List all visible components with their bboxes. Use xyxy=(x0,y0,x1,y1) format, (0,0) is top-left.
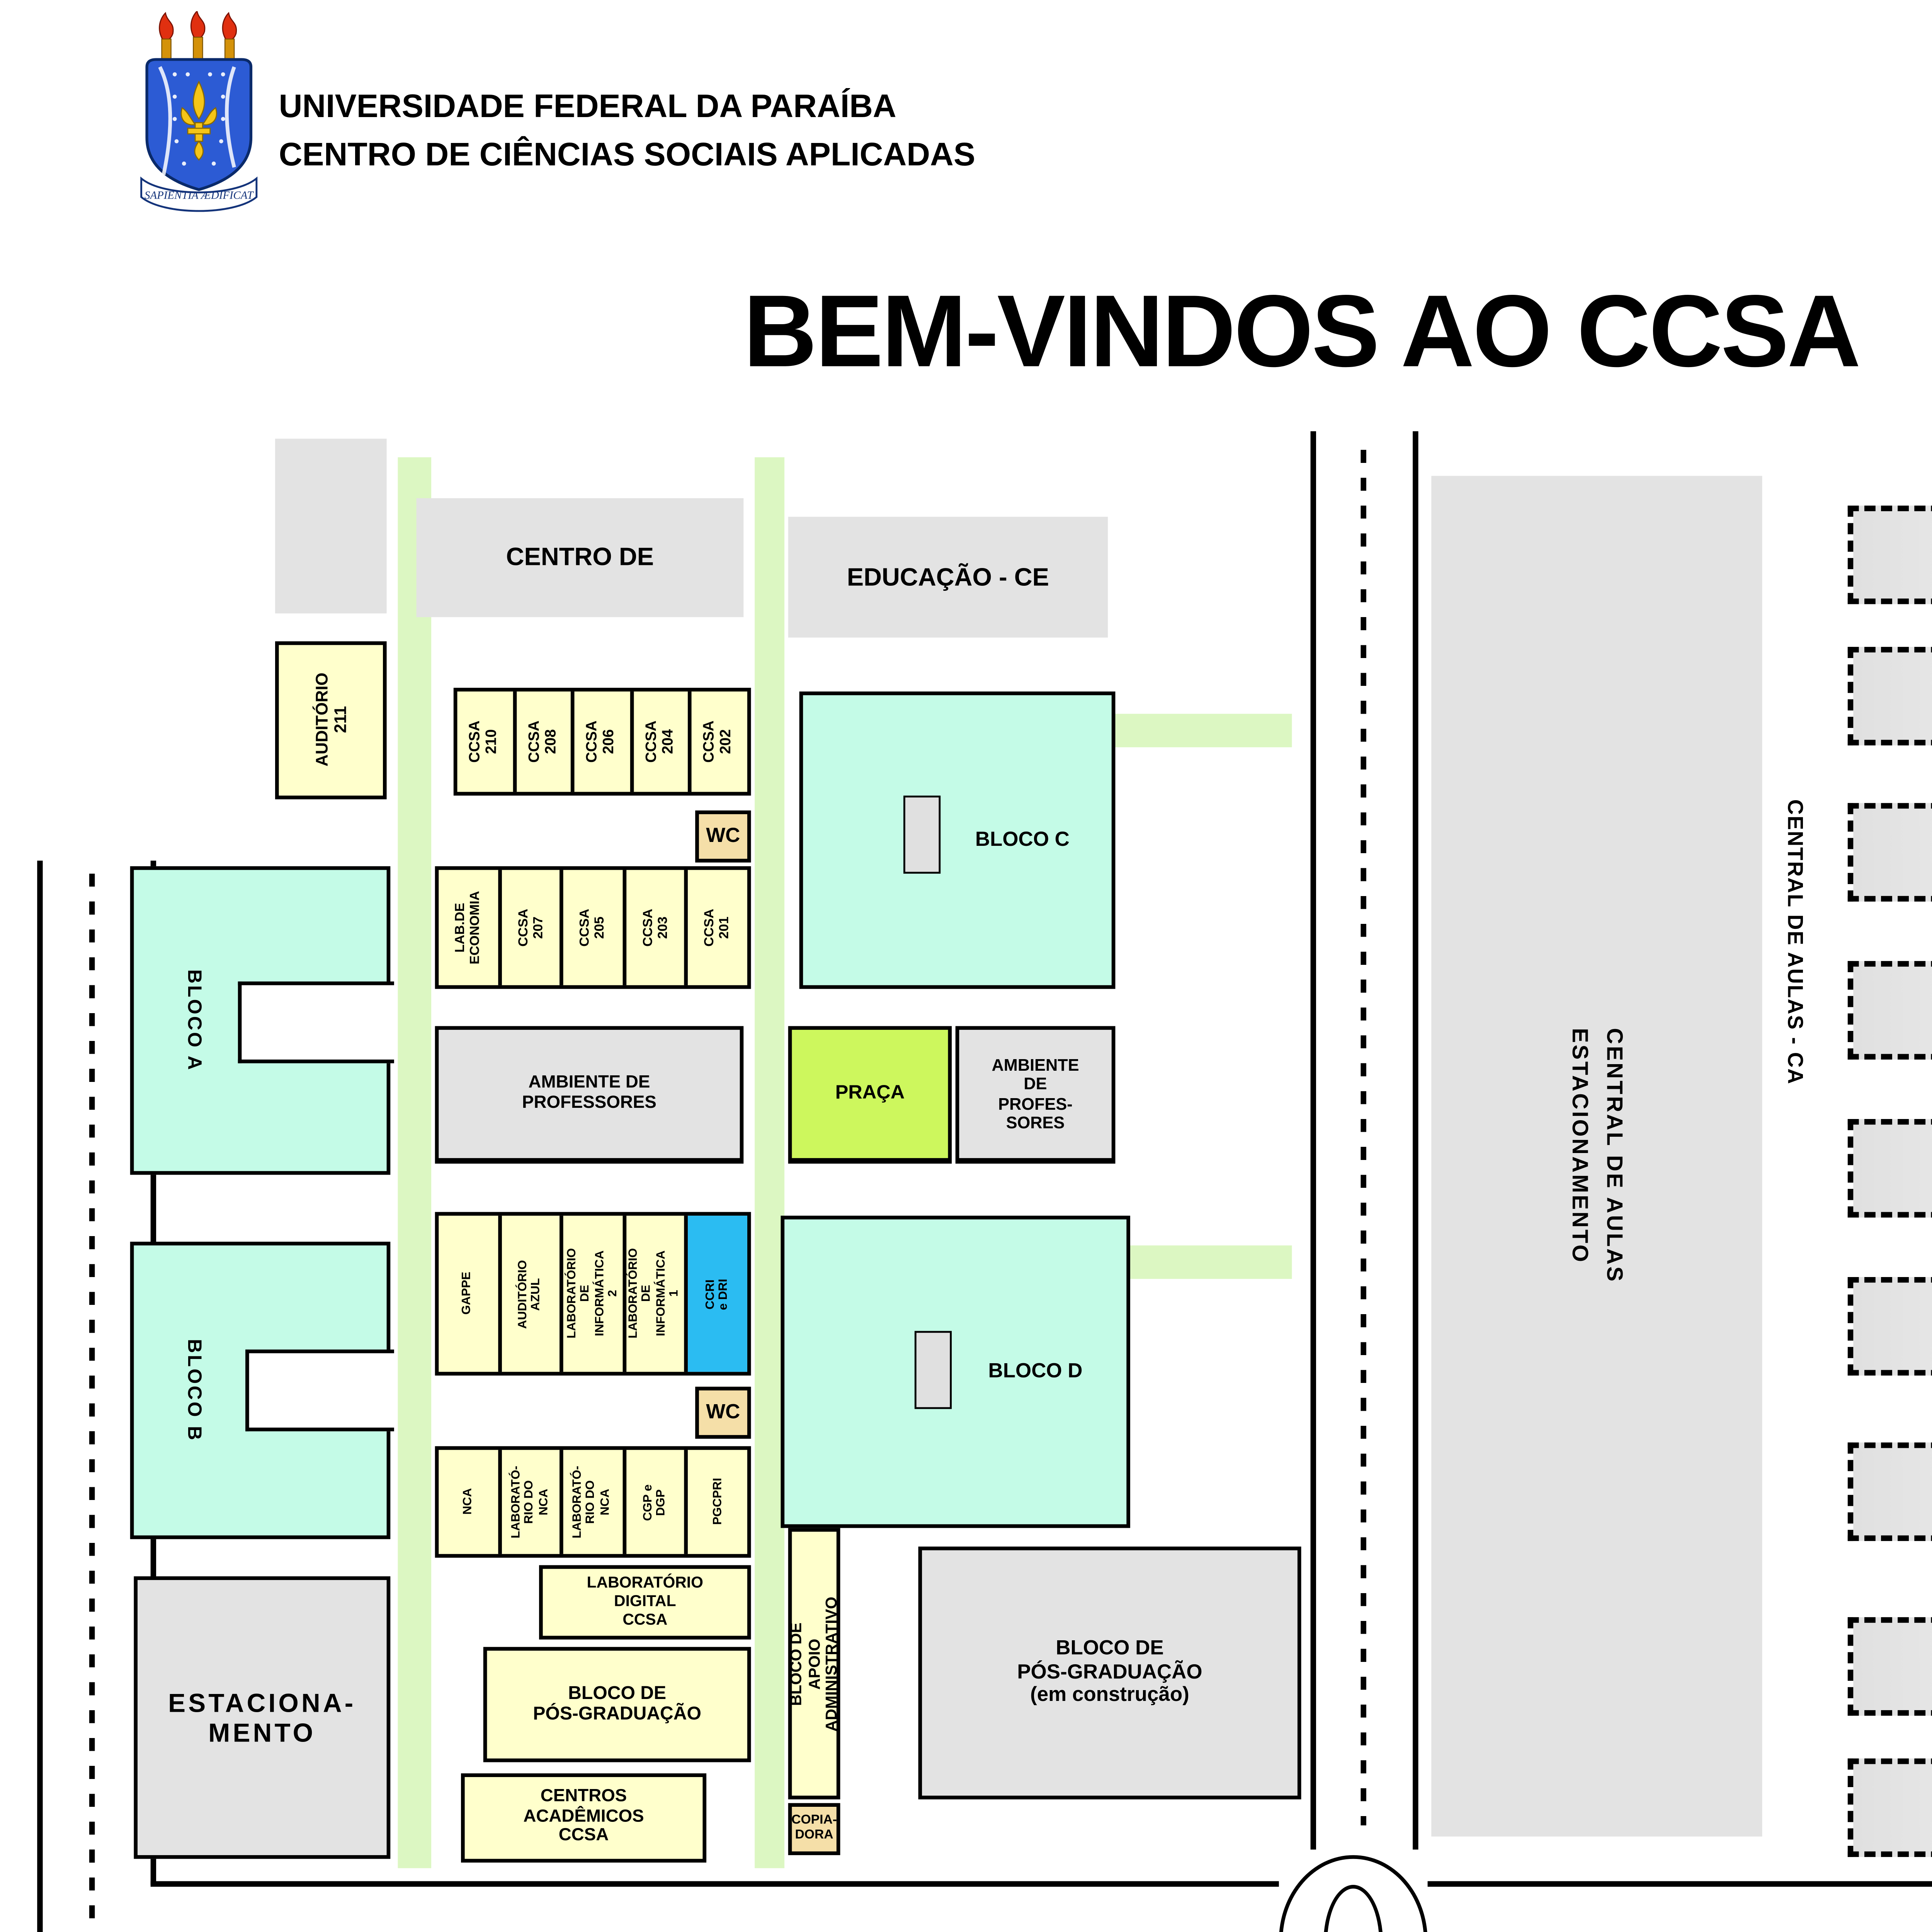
central-aulas-block: BLOCO I xyxy=(1847,505,1932,604)
educacao-ce-label: EDUCAÇÃO - CE xyxy=(847,563,1049,591)
logo-motto-text: SAPIENTIA ÆDIFICAT xyxy=(145,189,254,202)
estacionamento-west: ESTACIONA- MENTO xyxy=(134,1576,391,1859)
central-aulas-block: BLOCO G xyxy=(1847,803,1932,902)
central-aulas-block: BLOCO A xyxy=(1847,1758,1932,1857)
laboratorio-digital-ccsa: LABORATÓRIO DIGITAL CCSA xyxy=(539,1565,751,1640)
auditorio-211-label: AUDITÓRIO 211 xyxy=(312,673,350,767)
bloco-a-label: BLOCO A xyxy=(182,969,205,1072)
bloco-d-building: BLOCO D xyxy=(781,1216,1130,1528)
bloco-pos-em-construcao: BLOCO DE PÓS-GRADUAÇÃO (em construção) xyxy=(918,1546,1301,1799)
map-room: GAPPE xyxy=(439,1216,501,1372)
road-edge xyxy=(1310,431,1315,1850)
ufpb-crest-logo: SAPIENTIA ÆDIFICAT xyxy=(140,11,258,212)
praca: PRAÇA xyxy=(788,1026,952,1164)
wc-north: WC xyxy=(695,810,751,863)
road-edge xyxy=(1413,431,1418,1850)
copiadora-label: COPIA- DORA xyxy=(791,1814,837,1842)
road-edge xyxy=(1427,1881,1932,1886)
bloco-apoio-administrativo: BLOCO DE APOIO ADMINISTRATIVO xyxy=(786,1528,840,1799)
wc-south: WC xyxy=(695,1386,751,1439)
bloco-a-notch xyxy=(238,981,394,1063)
bloco-d-label: BLOCO D xyxy=(988,1360,1083,1383)
bloco-pos-label: BLOCO DE PÓS-GRADUAÇÃO xyxy=(533,1683,701,1725)
wc-label: WC xyxy=(706,1401,740,1423)
org-line2: CENTRO DE CIÊNCIAS SOCIAIS APLICADAS xyxy=(279,136,976,173)
central-aulas-block: BLOCO C xyxy=(1847,1442,1932,1541)
bloco-b-notch xyxy=(245,1349,394,1432)
pos-construcao-label: BLOCO DE PÓS-GRADUAÇÃO (em construção) xyxy=(1017,1638,1202,1707)
centro-de-label: CENTRO DE xyxy=(506,543,654,571)
road-center-dashes xyxy=(89,874,95,1932)
bloco-d-inner-structure xyxy=(914,1331,952,1409)
map-room: PGCPRI xyxy=(711,1478,724,1526)
map-room: CCSA 207 xyxy=(501,870,564,985)
auditorio-211: AUDITÓRIO 211 xyxy=(275,641,387,799)
map-room: LABORATÓ- RIO DO NCA xyxy=(564,1450,626,1554)
bloco-c-building: BLOCO C xyxy=(799,691,1116,989)
central-aulas-block: BLOCO B xyxy=(1847,1617,1932,1716)
road-edge xyxy=(150,1881,1279,1886)
org-line1: UNIVERSIDADE FEDERAL DA PARAÍBA xyxy=(279,87,896,125)
map-room: LABORATÓ- RIO DO NCA xyxy=(501,1450,564,1554)
copiadora: COPIA- DORA xyxy=(788,1803,840,1855)
laboratorio-digital-label: LABORATÓRIO DIGITAL CCSA xyxy=(587,1573,704,1628)
map-room: LABORATÓRIO DE INFORMÁTICA 1 xyxy=(626,1216,689,1372)
corridor-passarela xyxy=(755,457,785,1868)
central-aulas-block: BLOCO E xyxy=(1847,1119,1932,1218)
estacionamento-central-aulas: ESTACIONAMENTO CENTRAL DE AULAS xyxy=(1431,476,1762,1837)
bloco-pos-graduacao: BLOCO DE PÓS-GRADUAÇÃO xyxy=(483,1647,751,1762)
road-center-dashes xyxy=(1361,450,1366,1826)
map-room: CCSA 205 xyxy=(564,870,626,985)
map-room: AUDITÓRIO AZUL xyxy=(501,1216,564,1372)
page-title: BEM-VINDOS AO CCSA xyxy=(743,273,1861,389)
bloco-c-label: BLOCO C xyxy=(975,828,1070,851)
wc-label: WC xyxy=(706,825,740,847)
central-aulas-block: BLOCO H xyxy=(1847,647,1932,746)
map-room: CGP e DGP xyxy=(626,1450,689,1554)
estacionamento-ca-label: ESTACIONAMENTO CENTRAL DE AULAS xyxy=(1567,1028,1628,1284)
central-de-aulas-ca-label: CENTRAL DE AULAS - CA xyxy=(1782,799,1805,1085)
map-room: CCSA 206 xyxy=(575,691,634,792)
estacionamento-label: ESTACIONA- MENTO xyxy=(168,1687,356,1748)
map-room: CCSA 203 xyxy=(626,870,689,985)
unnamed-building xyxy=(275,439,387,614)
centros-academicos-label: CENTROS ACADÊMICOS CCSA xyxy=(523,1786,644,1847)
fleur-de-lis-icon xyxy=(180,80,217,161)
ambiente-professores-east: AMBIENTE DE PROFES- SORES xyxy=(955,1026,1116,1164)
centro-educacao-west: CENTRO DE xyxy=(416,498,744,617)
org-name: UNIVERSIDADE FEDERAL DA PARAÍBA CENTRO D… xyxy=(279,82,1246,179)
central-aulas-block: BLOCO D xyxy=(1847,1277,1932,1376)
centros-academicos-ccsa: CENTROS ACADÊMICOS CCSA xyxy=(461,1773,707,1863)
map-room: LAB.DE ECONOMIA xyxy=(439,870,501,985)
ambiente-professores-label: AMBIENTE DE PROFESSORES xyxy=(522,1071,656,1113)
praca-label: PRAÇA xyxy=(835,1083,905,1105)
map-room: CCSA 210 xyxy=(457,691,516,792)
map-room: CCSA 202 xyxy=(701,720,735,763)
map-room: CCSA 204 xyxy=(633,691,692,792)
map-room: CCSA 208 xyxy=(516,691,575,792)
motto-ribbon xyxy=(140,176,258,212)
map-room: CCRI e DRI xyxy=(688,1216,747,1372)
centro-educacao-east: EDUCAÇÃO - CE xyxy=(788,517,1108,638)
road-edge xyxy=(37,861,42,1932)
ambiente-professores-east-label: AMBIENTE DE PROFES- SORES xyxy=(992,1055,1079,1132)
bloco-c-inner-structure xyxy=(903,795,941,874)
corridor-passarela xyxy=(398,457,432,1868)
bloco-b-label: BLOCO B xyxy=(182,1339,205,1442)
map-room: CCSA 201 xyxy=(701,908,733,947)
central-aulas-block: BLOCO F xyxy=(1847,961,1932,1060)
corridor-passarela xyxy=(1130,1245,1292,1279)
apoio-administrativo-label: BLOCO DE APOIO ADMINISTRATIVO xyxy=(786,1596,840,1731)
corridor-passarela xyxy=(1115,714,1292,747)
map-room: LABORATÓRIO DE INFORMÁTICA 2 xyxy=(564,1216,626,1372)
ambiente-professores-west: AMBIENTE DE PROFESSORES xyxy=(435,1026,744,1164)
map-room: NCA xyxy=(439,1450,501,1554)
